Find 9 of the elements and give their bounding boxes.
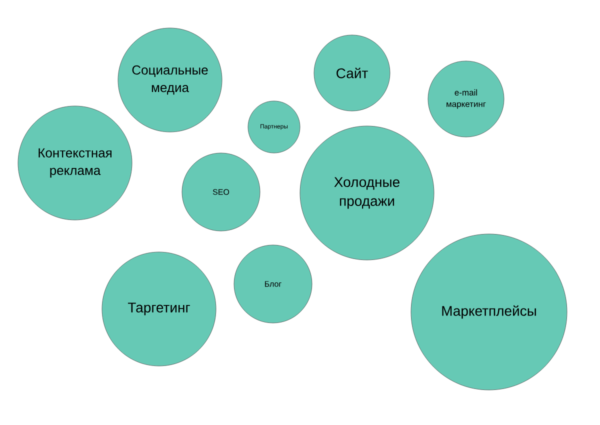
bubble: Маркетплейсы bbox=[410, 234, 568, 390]
bubble: Таргетинг bbox=[102, 252, 216, 366]
bubble: Контекстная реклама bbox=[18, 106, 132, 220]
bubble: e-mail маркетинг bbox=[428, 60, 504, 138]
bubble: Блог bbox=[234, 244, 312, 324]
bubble: Сайт bbox=[314, 34, 390, 112]
bubble: SEO bbox=[182, 152, 260, 232]
bubble: Холодные продажи bbox=[300, 126, 434, 260]
bubble: Социальные медиа bbox=[118, 28, 222, 132]
